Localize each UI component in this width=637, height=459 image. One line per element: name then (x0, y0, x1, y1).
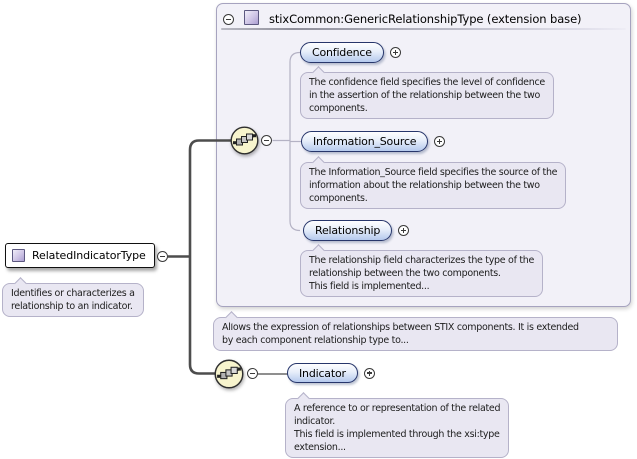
sequence-icon[interactable] (214, 359, 244, 389)
element-confidence[interactable]: Confidence (300, 42, 384, 63)
indicator-annotation: A reference to or representation of the … (285, 398, 510, 458)
complex-type-icon (12, 249, 25, 262)
confidence-annotation: The confidence field specifies the level… (300, 72, 554, 119)
relationship-annotation: The relationship field characterizes the… (300, 250, 544, 297)
collapse-icon[interactable] (261, 135, 272, 146)
expand-icon[interactable] (398, 225, 410, 236)
element-relationship[interactable]: Relationship (303, 220, 393, 241)
header-divider (221, 28, 626, 30)
element-row-relationship: Relationship (303, 220, 410, 241)
collapse-icon[interactable] (247, 368, 258, 379)
expand-icon[interactable] (389, 47, 401, 58)
collapse-icon[interactable] (223, 14, 234, 25)
complex-type-icon (244, 10, 259, 25)
element-row-confidence: Confidence (300, 42, 401, 63)
extension-annotation: Allows the expression of relationships b… (213, 317, 618, 351)
information-source-annotation: The Information_Source field specifies t… (300, 162, 567, 209)
root-type-label: RelatedIndicatorType (32, 249, 146, 262)
expand-icon[interactable] (363, 367, 375, 379)
root-annotation: Identifies or characterizes a relationsh… (2, 283, 144, 317)
element-information-source[interactable]: Information_Source (301, 131, 429, 152)
collapse-icon[interactable] (157, 251, 168, 262)
extension-base-title: stixCommon:GenericRelationshipType (exte… (269, 12, 582, 26)
expand-icon[interactable] (434, 136, 446, 147)
element-row-information-source: Information_Source (301, 131, 446, 152)
element-indicator[interactable]: Indicator (287, 363, 358, 383)
element-row-indicator: Indicator (287, 363, 375, 383)
sequence-icon[interactable] (230, 126, 259, 155)
root-type-node[interactable]: RelatedIndicatorType (5, 243, 155, 268)
